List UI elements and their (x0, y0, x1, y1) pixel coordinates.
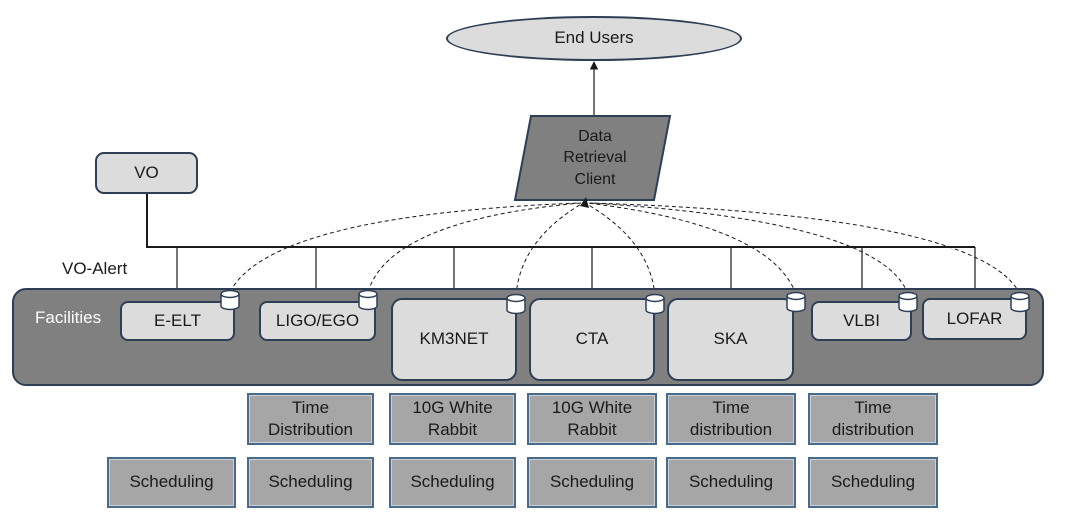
database-icon (506, 293, 526, 315)
time-sync-label: 10G White Rabbit (412, 397, 493, 439)
database-icon (358, 289, 378, 311)
scheduling-ska: Scheduling (666, 457, 796, 508)
database-icon (645, 293, 665, 315)
end-users-label: End Users (554, 28, 634, 48)
scheduling-vlbi: Scheduling (808, 457, 938, 508)
facility-ska: SKA (667, 298, 794, 381)
facility-label: LOFAR (946, 308, 1003, 328)
facility-km3net: KM3NET (391, 298, 517, 381)
facility-vlbi: VLBI (811, 301, 912, 341)
vo-alert-bus (146, 194, 975, 248)
data-retrieval-client-label: Data Retrieval Client (563, 127, 627, 188)
database-icon (1010, 291, 1030, 313)
scheduling-e-elt: Scheduling (107, 457, 236, 508)
data-flow-vlbi (588, 202, 909, 295)
scheduling-label: Scheduling (688, 472, 774, 492)
time-sync-ska: Time distribution (666, 393, 796, 445)
vo-node: VO (95, 152, 198, 194)
facility-cta: CTA (529, 298, 655, 381)
time-sync-km3net: 10G White Rabbit (389, 393, 516, 445)
time-sync-label: Time Distribution (267, 397, 354, 439)
time-sync-label: 10G White Rabbit (551, 397, 633, 439)
scheduling-label: Scheduling (830, 472, 916, 492)
database-icon (786, 291, 806, 313)
time-sync-label: Time distribution (831, 397, 915, 439)
facility-label: LIGO/EGO (275, 310, 360, 330)
database-icon (898, 291, 918, 313)
scheduling-km3net: Scheduling (389, 457, 516, 508)
facility-label: SKA (713, 329, 748, 349)
time-sync-label: Time distribution (689, 397, 773, 439)
data-flow-ligo (367, 202, 582, 293)
scheduling-label: Scheduling (129, 472, 214, 492)
facility-label: KM3NET (419, 329, 489, 349)
scheduling-cta: Scheduling (527, 457, 657, 508)
end-users-node: End Users (446, 16, 742, 61)
vo-label: VO (134, 162, 159, 182)
scheduling-label: Scheduling (410, 472, 495, 492)
scheduling-label: Scheduling (549, 472, 635, 492)
data-flow-lofar (589, 202, 1021, 295)
data-flow-e-elt (229, 202, 581, 293)
time-sync-vlbi: Time distribution (808, 393, 938, 445)
scheduling-label: Scheduling (268, 472, 353, 492)
time-sync-cta: 10G White Rabbit (527, 393, 657, 445)
facility-e-elt: E-ELT (120, 301, 235, 341)
data-flow-cta (584, 202, 656, 297)
vo-alert-label: VO-Alert (62, 258, 128, 278)
facility-label: CTA (575, 329, 609, 349)
time-sync-ligo: Time Distribution (247, 393, 374, 445)
facilities-label: Facilities (35, 307, 102, 327)
client-arrowhead (580, 197, 589, 208)
facility-ligo-ego: LIGO/EGO (259, 301, 376, 341)
database-icon (220, 289, 240, 311)
scheduling-ligo: Scheduling (247, 457, 374, 508)
facility-lofar: LOFAR (922, 298, 1027, 340)
data-retrieval-client-shape (513, 115, 672, 201)
facility-label: VLBI (843, 310, 880, 330)
facility-label: E-ELT (154, 310, 201, 330)
